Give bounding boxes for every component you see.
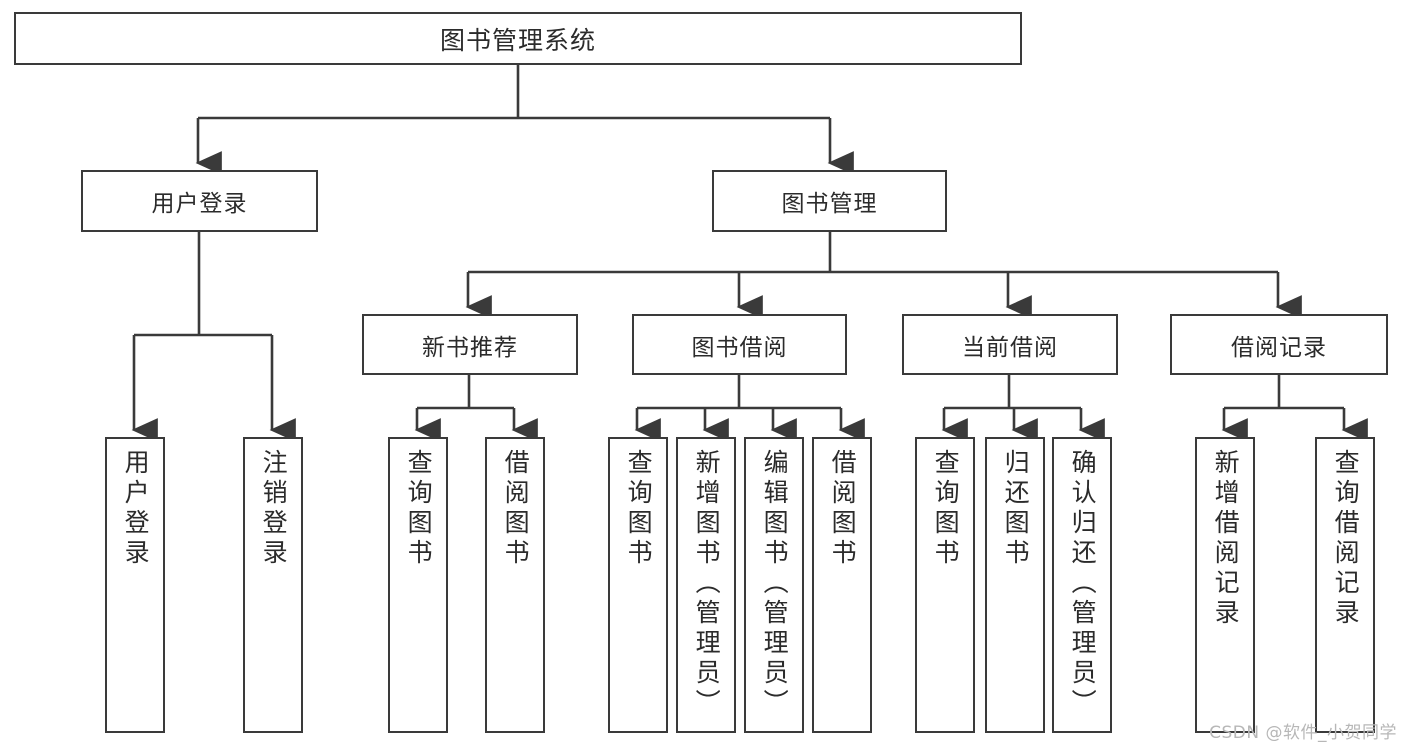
- leaf-label: 查询图书: [931, 449, 961, 569]
- leaf-label: 借阅图书: [828, 449, 858, 569]
- leaf-borrow-add-book[interactable]: 新增图书（管理员）: [676, 437, 736, 733]
- leaf-label: 借阅图书: [501, 449, 531, 569]
- node-borrow-record-label: 借阅记录: [1231, 334, 1327, 361]
- leaf-label: 新增图书（管理员）: [692, 449, 722, 719]
- leaf-borrow-edit-book[interactable]: 编辑图书（管理员）: [744, 437, 804, 733]
- leaf-label: 注销登录: [259, 449, 289, 569]
- leaf-user-login-login[interactable]: 用户登录: [105, 437, 165, 733]
- node-book-management[interactable]: 图书管理: [712, 170, 947, 232]
- leaf-current-return-book[interactable]: 归还图书: [985, 437, 1045, 733]
- node-book-borrow-label: 图书借阅: [691, 334, 788, 361]
- leaf-record-query[interactable]: 查询借阅记录: [1315, 437, 1375, 733]
- node-book-management-label: 图书管理: [781, 191, 878, 217]
- leaf-user-login-logout[interactable]: 注销登录: [243, 437, 303, 733]
- node-new-book-recommend[interactable]: 新书推荐: [362, 314, 578, 375]
- node-root[interactable]: 图书管理系统: [14, 12, 1022, 65]
- leaf-label: 归还图书: [1001, 449, 1031, 569]
- leaf-label: 确认归还（管理员）: [1068, 449, 1098, 719]
- leaf-label: 查询借阅记录: [1331, 449, 1361, 629]
- node-root-label: 图书管理系统: [439, 25, 596, 55]
- node-user-login-label: 用户登录: [151, 191, 248, 217]
- leaf-label: 查询图书: [624, 449, 654, 569]
- node-new-book-recommend-label: 新书推荐: [422, 334, 518, 361]
- node-book-borrow[interactable]: 图书借阅: [632, 314, 847, 375]
- leaf-label: 用户登录: [121, 449, 151, 569]
- leaf-record-add[interactable]: 新增借阅记录: [1195, 437, 1255, 733]
- leaf-borrow-query-book[interactable]: 查询图书: [608, 437, 668, 733]
- leaf-current-query-book[interactable]: 查询图书: [915, 437, 975, 733]
- node-current-borrow-label: 当前借阅: [962, 334, 1058, 361]
- leaf-current-confirm-return[interactable]: 确认归还（管理员）: [1052, 437, 1112, 733]
- leaf-label: 查询图书: [404, 449, 434, 569]
- leaf-new-book-borrow[interactable]: 借阅图书: [485, 437, 545, 733]
- node-current-borrow[interactable]: 当前借阅: [902, 314, 1118, 375]
- leaf-label: 新增借阅记录: [1211, 449, 1241, 629]
- node-borrow-record[interactable]: 借阅记录: [1170, 314, 1388, 375]
- leaf-borrow-borrow-book[interactable]: 借阅图书: [812, 437, 872, 733]
- node-user-login[interactable]: 用户登录: [81, 170, 318, 232]
- watermark: CSDN @软件_小贺同学: [1209, 723, 1397, 743]
- leaf-label: 编辑图书（管理员）: [760, 449, 790, 719]
- leaf-new-book-query[interactable]: 查询图书: [388, 437, 448, 733]
